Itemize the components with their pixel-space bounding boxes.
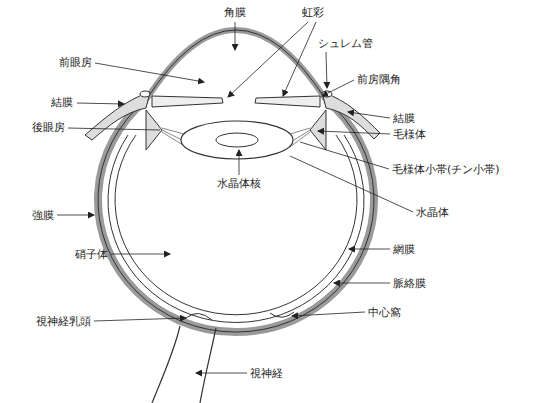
fovea-label: 中心窩	[368, 306, 401, 319]
sclera-label: 強膜	[32, 209, 54, 222]
choroid-label: 脈絡膜	[393, 277, 426, 290]
iris-label: 虹彩	[302, 6, 324, 19]
posterior-chamber-label: 後眼房	[32, 121, 65, 134]
ciliary-body-label: 毛様体	[393, 128, 426, 141]
lens-nucleus-label: 水晶体核	[217, 177, 261, 190]
vitreous-label: 硝子体	[75, 248, 108, 261]
optic-nerve-label: 視神経	[250, 367, 283, 380]
lens-label: 水晶体	[416, 206, 449, 219]
schlemm-canal-label: シュレム管	[318, 37, 373, 50]
anterior-chamber-label: 前眼房	[59, 56, 92, 69]
zonule-label: 毛様体小帯(チン小帯)	[392, 163, 500, 176]
retina-label: 網膜	[393, 243, 415, 256]
conjunctiva-label: 結膜	[393, 112, 415, 125]
chamber-angle-label: 前房隅角	[357, 73, 401, 86]
conjunctiva-label: 結膜	[51, 96, 73, 109]
optic-disc-label: 視神経乳頭	[36, 315, 91, 328]
cornea-label: 角膜	[224, 6, 246, 19]
